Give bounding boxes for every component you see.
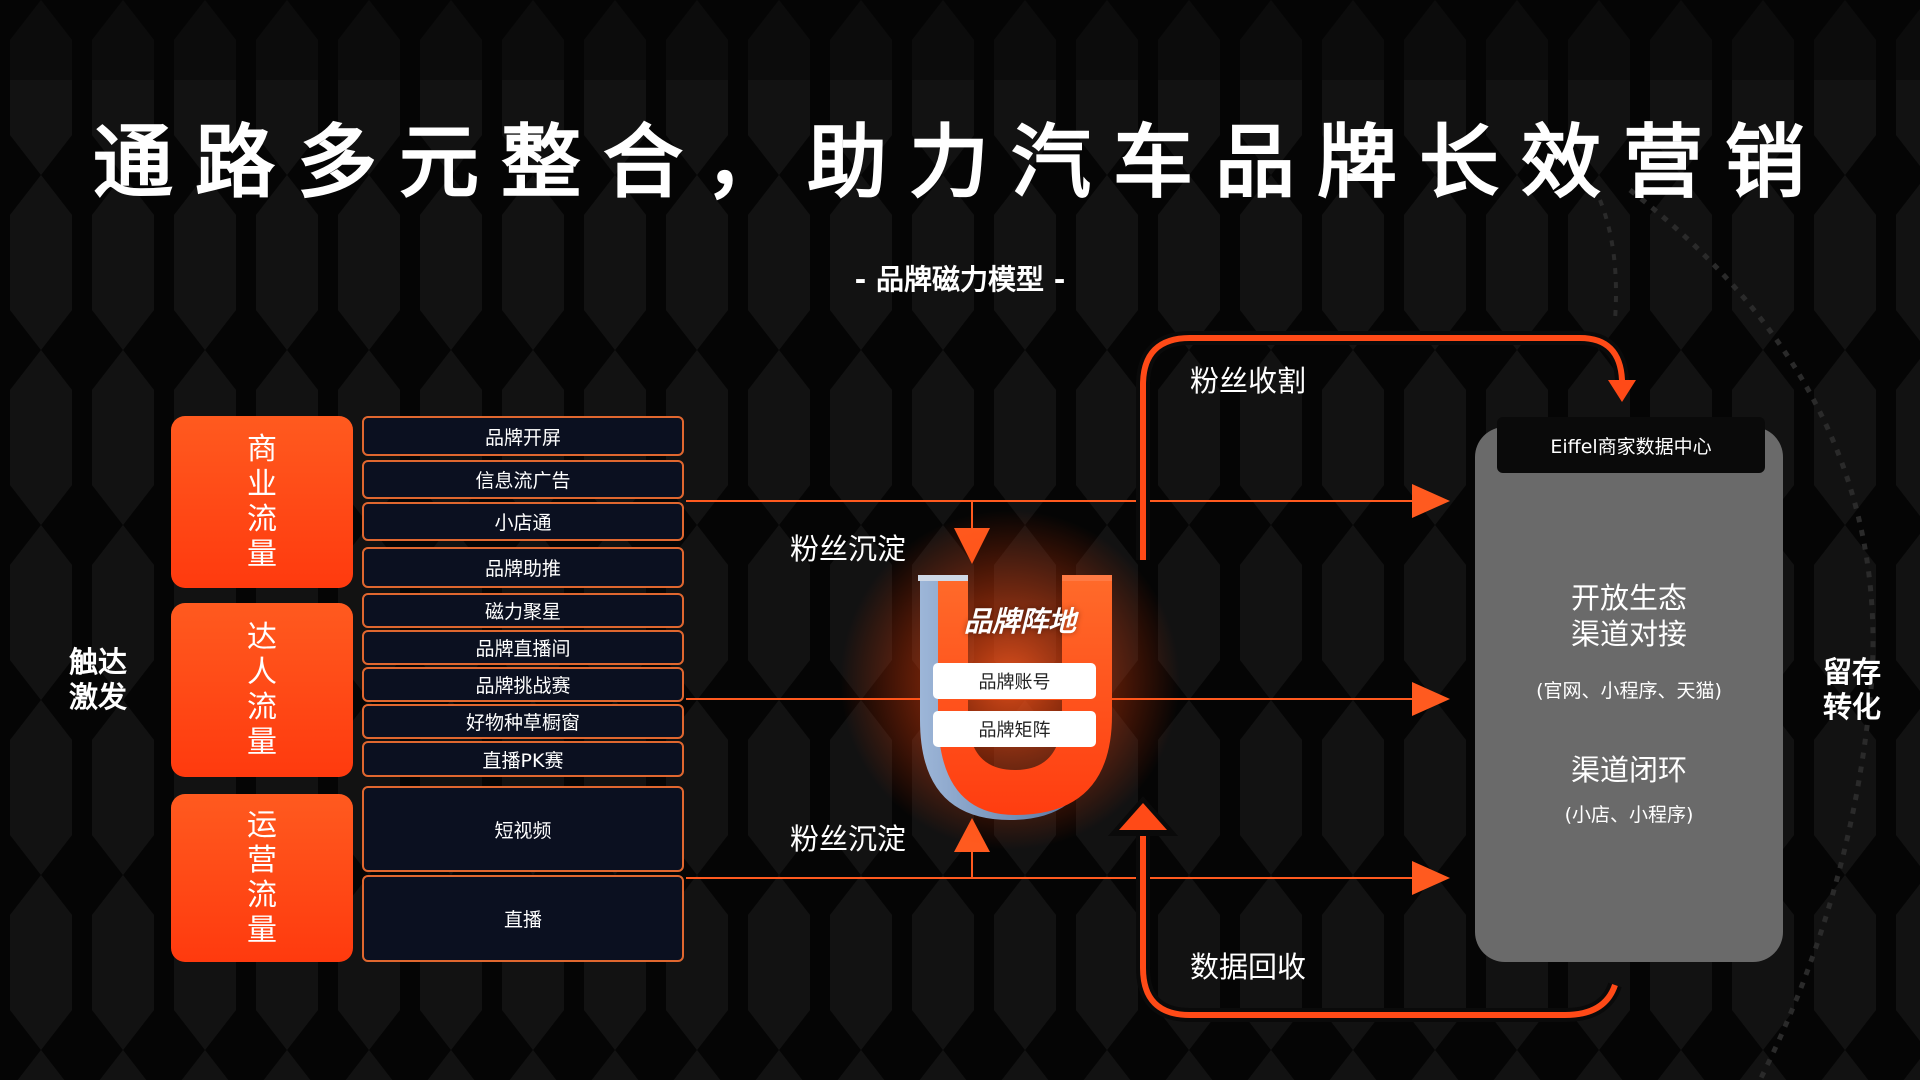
- magnet-tag-brand-account: 品牌账号: [933, 663, 1096, 699]
- open-ecosystem-subtitle: (官网、小程序、天猫): [1536, 680, 1722, 702]
- channel-box: 好物种草橱窗: [362, 704, 684, 739]
- open-ecosystem-title: 开放生态 渠道对接: [1475, 580, 1783, 652]
- channel-box: 品牌直播间: [362, 630, 684, 665]
- channel-loop-subtitle: (小店、小程序): [1564, 804, 1694, 826]
- flow-label-fans-settle-top: 粉丝沉淀: [790, 532, 907, 566]
- page-subtitle: - 品牌磁力模型 -: [854, 263, 1066, 296]
- channel-box: 品牌开屏: [362, 416, 684, 456]
- channel-box: 短视频: [362, 786, 684, 872]
- left-side-label: 触达 激发: [68, 645, 127, 714]
- channel-box: 直播PK赛: [362, 741, 684, 777]
- flow-label-data-recycle: 数据回收: [1190, 950, 1307, 984]
- open-ecosystem-line2: 渠道对接: [1570, 617, 1687, 651]
- category-label: 达人流量: [247, 620, 277, 760]
- channel-loop-title: 渠道闭环: [1570, 753, 1687, 787]
- flow-label-fans-harvest: 粉丝收割: [1190, 364, 1307, 398]
- channel-box: 品牌挑战赛: [362, 667, 684, 702]
- channel-box: 直播: [362, 875, 684, 962]
- data-center-panel: [1475, 427, 1783, 962]
- magnet-tag-brand-matrix: 品牌矩阵: [933, 711, 1096, 747]
- page-title: 通路多元整合，助力汽车品牌长效营销: [93, 116, 1827, 209]
- category-label: 运营流量: [247, 808, 277, 948]
- category-label: 商业流量: [247, 432, 277, 572]
- magnet-title: 品牌阵地: [963, 605, 1076, 638]
- channel-box: 品牌助推: [362, 547, 684, 588]
- data-center-header: Eiffel商家数据中心: [1497, 417, 1765, 473]
- category-kol-traffic: 达人流量: [171, 603, 353, 777]
- channel-box: 磁力聚星: [362, 593, 684, 628]
- open-ecosystem-line1: 开放生态: [1570, 581, 1687, 615]
- category-operation-traffic: 运营流量: [171, 794, 353, 962]
- channel-box: 信息流广告: [362, 460, 684, 499]
- flow-label-fans-settle-bottom: 粉丝沉淀: [790, 822, 907, 856]
- channel-box: 小店通: [362, 502, 684, 541]
- right-side-label: 留存 转化: [1822, 655, 1881, 724]
- category-commercial-traffic: 商业流量: [171, 416, 353, 588]
